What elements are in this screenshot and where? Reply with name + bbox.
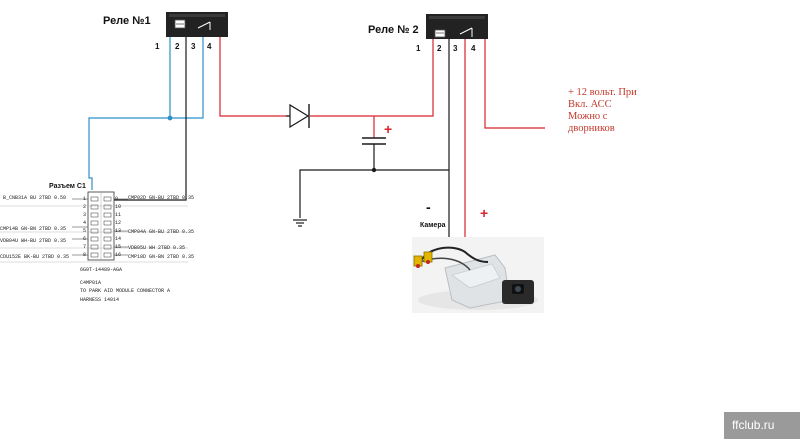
ground-symbol <box>293 219 307 227</box>
capacitor-plus-marker: + <box>384 121 393 137</box>
relay-2-pin-1: 1 <box>416 44 421 53</box>
camera-plus-marker: + <box>480 205 489 221</box>
connector-pin-8: 8 <box>83 252 87 258</box>
relay-1-pin-1: 1 <box>155 42 160 51</box>
connector-pin-4: 4 <box>83 220 87 226</box>
connector-right-label-2: CMP04A GN-BU 2TBD 0.35 <box>128 229 195 235</box>
ground-wire <box>299 39 450 238</box>
power-note-line-4: дворников <box>568 123 615 134</box>
watermark-background <box>724 412 800 439</box>
connector-left-label-4: CDU152E BK-BU 2TBD 0.35 <box>0 254 70 260</box>
connector-right-label-1: CMP02D GN-BU 2TBD 0.35 <box>128 195 195 201</box>
capacitor <box>362 137 386 170</box>
connector-c1 <box>0 191 188 263</box>
connector-pin-7: 7 <box>83 244 87 250</box>
connector-left-label-3: VDB04U WH-BU 2TBD 0.35 <box>0 238 67 244</box>
relay-2-pin-4: 4 <box>471 44 476 53</box>
watermark: ffclub.ru <box>732 418 775 432</box>
black-wire-relay1 <box>95 37 187 201</box>
power-note-line-2: Вкл. АСС <box>568 99 612 110</box>
relay-2-pin-2: 2 <box>437 44 442 53</box>
relay-1-pin-2: 2 <box>175 42 180 51</box>
connector-pin-2: 2 <box>83 204 87 210</box>
connector-footer-4: HARNESS 14014 <box>80 297 120 303</box>
connector-left-label-2: CMP14B GN-BN 2TBD 0.35 <box>0 226 67 232</box>
camera-label: Камера <box>420 222 446 229</box>
red-wire-main <box>219 37 545 238</box>
connector-pin-16: 16 <box>115 252 122 258</box>
connector-footer-1: 6G9T-14489-AGA <box>80 267 123 273</box>
camera-photo <box>412 237 544 313</box>
relay-2-title: Реле № 2 <box>368 24 419 36</box>
connector-footer-3: TO PARK AID MODULE CONNECTOR A <box>80 288 171 294</box>
power-note-line-3: Можно с <box>568 111 608 122</box>
connector-pin-3: 3 <box>83 212 87 218</box>
connector-pin-6: 6 <box>83 236 87 242</box>
relay-1-title: Реле №1 <box>103 15 151 27</box>
connector-footer-2: C4MP01A <box>80 280 102 286</box>
connector-pin-1: 1 <box>83 196 87 202</box>
diode <box>286 103 310 129</box>
relay-2-pin-3: 3 <box>453 44 458 53</box>
connector-pin-11: 11 <box>115 212 122 218</box>
connector-pin-13: 13 <box>115 228 122 234</box>
connector-pin-9: 9 <box>115 196 119 202</box>
connector-pin-5: 5 <box>83 228 87 234</box>
connector-right-label-3: VDB05U WH 2TBD 0.35 <box>128 245 186 251</box>
connector-pin-14: 14 <box>115 236 122 242</box>
connector-left-label-1: B_CNB31A BU 2TBD 0.50 <box>3 195 67 201</box>
blue-wire <box>88 37 204 190</box>
connector-right-label-4: CMP18D GN-BN 2TBD 0.35 <box>128 254 195 260</box>
relay-1-pin-4: 4 <box>207 42 212 51</box>
connector-pin-15: 15 <box>115 244 122 250</box>
connector-pin-10: 10 <box>115 204 122 210</box>
connector-title: Разъем С1 <box>49 183 86 190</box>
connector-pin-12: 12 <box>115 220 122 226</box>
camera-minus-marker: - <box>426 199 431 215</box>
relay-2-body <box>426 14 488 39</box>
power-note-line-1: + 12 вольт. При <box>568 87 637 98</box>
relay-1-body <box>166 12 228 37</box>
relay-1-pin-3: 3 <box>191 42 196 51</box>
